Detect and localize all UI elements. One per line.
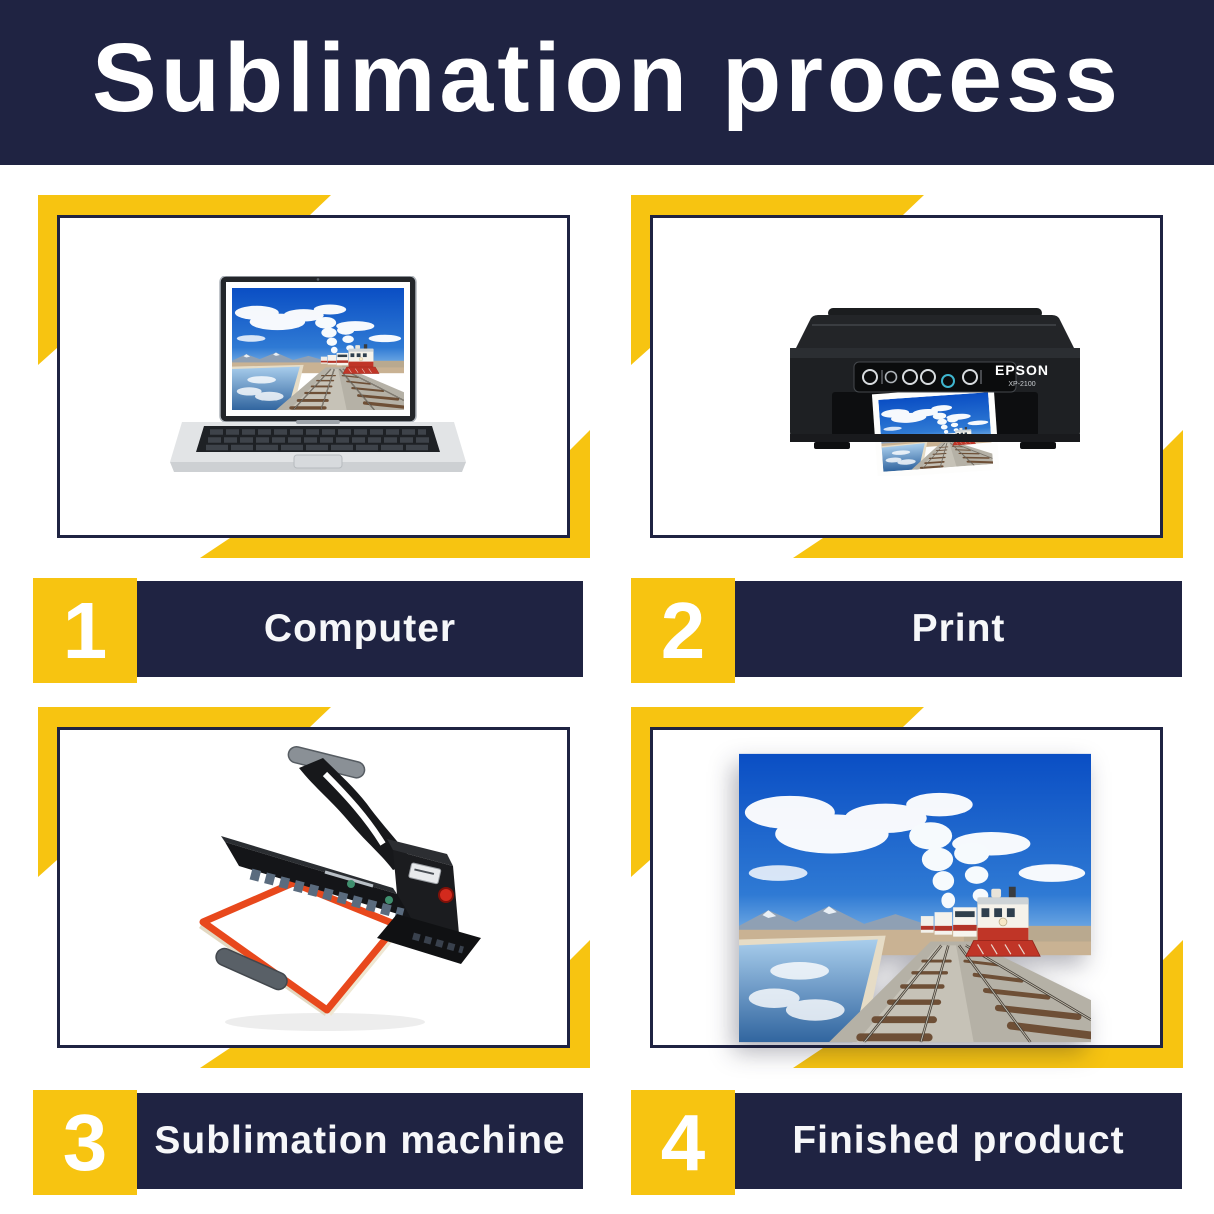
step-number: 1 (62, 585, 108, 675)
step-number-badge: 1 (33, 578, 137, 683)
step-label: Computer (263, 607, 457, 650)
page-title: Sublimation process (91, 22, 1123, 132)
step-number: 4 (660, 1097, 706, 1187)
step-number: 3 (62, 1097, 108, 1187)
step-label-bar: Sublimation machine (137, 1093, 583, 1189)
header-banner: Sublimation process (0, 0, 1214, 165)
image-frame (57, 215, 570, 538)
image-frame: EPSON XP-2100 (650, 215, 1163, 538)
heat-press-icon (199, 746, 481, 1031)
step-label: Finished product (792, 1119, 1125, 1162)
step-number-badge: 3 (33, 1090, 137, 1195)
step-label-bar: Print (735, 581, 1182, 677)
step-label-bar: Finished product (735, 1093, 1182, 1189)
printer-model-text: XP-2100 (1008, 381, 1035, 388)
step-label: Print (911, 607, 1006, 650)
image-frame (57, 727, 570, 1048)
image-frame (650, 727, 1163, 1048)
step-number: 2 (660, 585, 706, 675)
inkjet-printer-icon: EPSON XP-2100 (790, 308, 1080, 476)
step-label-bar: Computer (137, 581, 583, 677)
step-number-badge: 4 (631, 1090, 735, 1195)
step-label: Sublimation machine (154, 1119, 566, 1162)
printer-brand-text: EPSON (995, 362, 1049, 378)
step-number-badge: 2 (631, 578, 735, 683)
laptop-icon (170, 276, 466, 472)
printed-photo-icon (739, 753, 1091, 1043)
